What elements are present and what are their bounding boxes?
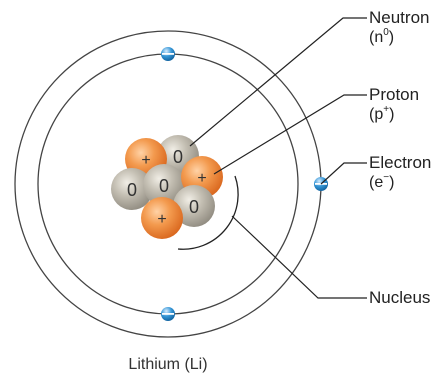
diagram-caption: Lithium (Li) [0,356,336,374]
nucleus-label: Nucleus [369,288,430,308]
proton-bottom: + [141,197,183,239]
neutron-symbol: (n0) [369,28,429,48]
proton-name: Proton [369,85,419,105]
nucleus-name: Nucleus [369,288,430,308]
svg-text:+: + [157,211,166,228]
svg-text:0: 0 [189,197,199,217]
nucleus: 0 + 0 0 + 0 + [111,135,223,239]
svg-text:0: 0 [173,147,183,167]
electron-leader [321,163,367,184]
proton-symbol: (p+) [369,105,419,125]
svg-text:+: + [197,170,206,187]
electron-symbol: (e−) [369,173,431,193]
nucleus-leader [232,216,367,298]
electron-bottom [161,307,175,321]
svg-text:+: + [141,152,150,169]
neutron-label: Neutron (n0) [369,8,429,48]
electron-name: Electron [369,153,431,173]
electron-label: Electron (e−) [369,153,431,193]
neutron-name: Neutron [369,8,429,28]
proton-label: Proton (p+) [369,85,419,125]
svg-text:0: 0 [159,176,169,196]
electron-top [161,47,175,61]
neutron-leader [190,18,367,146]
svg-text:0: 0 [127,180,137,200]
